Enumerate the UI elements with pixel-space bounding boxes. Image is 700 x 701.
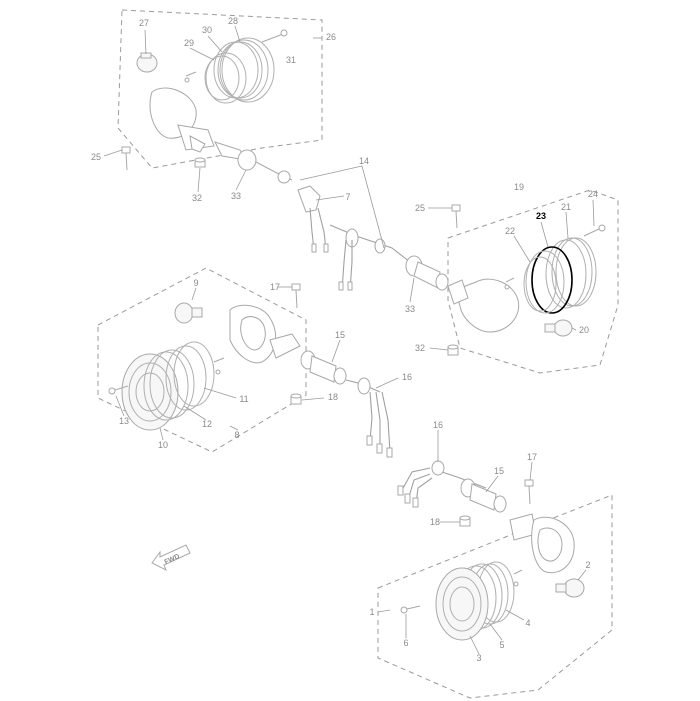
callout-32-right[interactable]: 32 [415, 343, 425, 353]
callout-22[interactable]: 22 [505, 226, 515, 236]
bolt-17-left [291, 283, 301, 309]
group-outlines [97, 9, 619, 699]
callout-7[interactable]: 7 [345, 192, 350, 202]
harness-16-bottom [397, 460, 487, 508]
lens-3 [435, 567, 489, 641]
callout-25-top[interactable]: 25 [91, 152, 101, 162]
callout-13[interactable]: 13 [119, 416, 129, 426]
lens-28 [213, 37, 275, 103]
housing-top-left [149, 87, 215, 153]
callout-15-left[interactable]: 15 [335, 330, 345, 340]
screw-right [504, 277, 515, 290]
nut-32-top [194, 157, 206, 168]
callout-28[interactable]: 28 [228, 16, 238, 26]
callout-17-bottom[interactable]: 17 [527, 452, 537, 462]
nut-32-right [447, 344, 459, 356]
screw-31 [261, 29, 288, 43]
sleeve-15-left [300, 350, 347, 385]
callout-27[interactable]: 27 [139, 18, 149, 28]
callout-16-bottom[interactable]: 16 [433, 420, 443, 430]
callout-1[interactable]: 1 [369, 607, 374, 617]
rim-30 [204, 52, 247, 104]
callout-21[interactable]: 21 [561, 202, 571, 212]
bulb-20 [544, 319, 573, 337]
harness-16-left [345, 377, 393, 458]
callout-15-bottom[interactable]: 15 [494, 466, 504, 476]
callout-3[interactable]: 3 [476, 653, 481, 663]
callout-20[interactable]: 20 [579, 325, 589, 335]
callout-14[interactable]: 14 [359, 156, 369, 166]
housing-bottom [509, 513, 575, 574]
lens-21 [545, 237, 597, 309]
bulb-27 [136, 52, 158, 73]
callout-2[interactable]: 2 [585, 560, 590, 570]
gasket-12 [143, 349, 195, 421]
callout-8[interactable]: 8 [234, 430, 239, 440]
group-8-outline [97, 267, 307, 453]
callout-6[interactable]: 6 [403, 638, 408, 648]
callout-23-highlighted[interactable]: 23 [536, 211, 546, 221]
callout-29[interactable]: 29 [184, 38, 194, 48]
callout-19[interactable]: 19 [514, 182, 524, 192]
group-19-outline [447, 189, 619, 374]
nut-18-bottom [459, 515, 471, 527]
sleeve-33-mid [405, 255, 449, 291]
sleeve-15-bottom [460, 478, 507, 513]
bracket-7 [297, 185, 329, 253]
housing-left [229, 304, 301, 364]
callout-33-mid[interactable]: 33 [405, 304, 415, 314]
callout-12[interactable]: 12 [202, 419, 212, 429]
screw-24 [583, 224, 606, 237]
callout-30[interactable]: 30 [202, 25, 212, 35]
group-26-outline [117, 9, 323, 169]
callout-24[interactable]: 24 [588, 189, 598, 199]
lens-10 [121, 353, 179, 431]
callout-4[interactable]: 4 [525, 618, 530, 628]
housing-right [447, 278, 520, 333]
group-1-outline [377, 494, 613, 699]
leader-lines [103, 25, 595, 655]
bulb-9 [174, 302, 203, 324]
callout-16-left[interactable]: 16 [402, 372, 412, 382]
callout-9[interactable]: 9 [193, 278, 198, 288]
callout-11[interactable]: 11 [239, 394, 248, 404]
wire-harness-14 [329, 224, 449, 291]
callout-25-right[interactable]: 25 [415, 203, 425, 213]
screw-left-lamp [213, 357, 225, 375]
ring-23-highlighted [531, 246, 573, 314]
callout-17-left[interactable]: 17 [270, 282, 280, 292]
left-turn-signal-assembly [108, 283, 393, 458]
screw-6 [400, 605, 421, 614]
callout-10[interactable]: 10 [158, 440, 168, 450]
callout-18-left[interactable]: 18 [328, 392, 338, 402]
callout-26[interactable]: 26 [326, 32, 336, 42]
callout-33-top[interactable]: 33 [231, 191, 241, 201]
callout-18-bottom[interactable]: 18 [430, 517, 440, 527]
nut-18-left [290, 393, 302, 405]
bottom-turn-signal-assembly [397, 460, 585, 641]
right-turn-signal-assembly [447, 204, 606, 356]
bolt-17-bottom [524, 479, 534, 505]
callout-labels: 27 28 29 30 26 31 25 32 33 14 7 19 24 25… [91, 16, 598, 663]
top-left-turn-signal-assembly [121, 29, 329, 253]
callout-5[interactable]: 5 [499, 640, 504, 650]
screw-25-top [121, 146, 131, 171]
callout-31[interactable]: 31 [286, 55, 296, 65]
screw-29 [184, 71, 197, 83]
stem-top-left [214, 141, 293, 184]
callout-32-top[interactable]: 32 [192, 193, 202, 203]
screw-25-right [451, 204, 461, 229]
bulb-2 [555, 578, 585, 598]
fwd-arrow-icon: FWD [151, 544, 191, 572]
screw-13 [108, 385, 129, 395]
rim-22 [523, 250, 565, 314]
screw-bottom [513, 569, 523, 587]
